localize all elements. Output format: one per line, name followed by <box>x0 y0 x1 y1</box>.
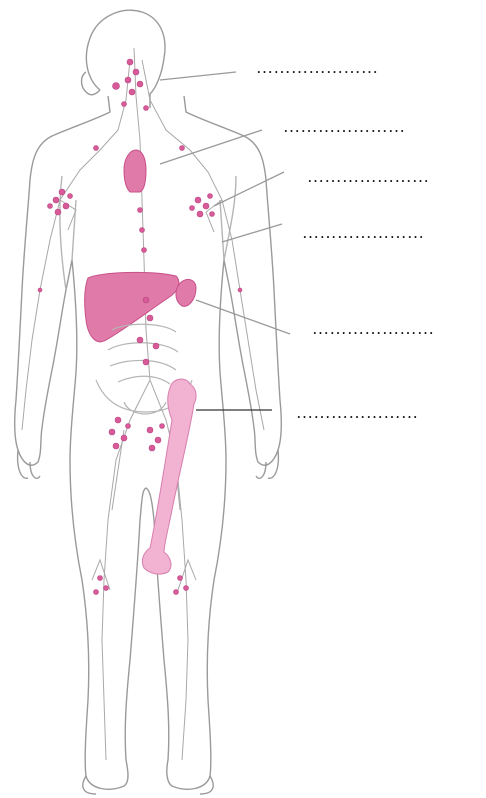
feet <box>83 776 213 794</box>
leader-line-1 <box>160 72 236 80</box>
answer-blank-5[interactable]: ………………… <box>312 319 435 339</box>
liver <box>85 272 179 341</box>
answer-blank-4[interactable]: ………………… <box>302 223 425 243</box>
thymus <box>124 150 146 192</box>
femur-bone <box>142 379 196 574</box>
answer-blank-2[interactable]: ………………… <box>283 117 406 137</box>
answer-blank-1[interactable]: ………………… <box>256 58 379 78</box>
leader-line-2 <box>160 130 262 164</box>
intestines <box>108 324 178 384</box>
body-outline <box>15 10 282 794</box>
answer-blank-6[interactable]: ………………… <box>296 403 419 423</box>
answer-blank-3[interactable]: ………………… <box>307 167 430 187</box>
leader-line-3 <box>214 172 284 206</box>
head-outline <box>82 10 166 108</box>
